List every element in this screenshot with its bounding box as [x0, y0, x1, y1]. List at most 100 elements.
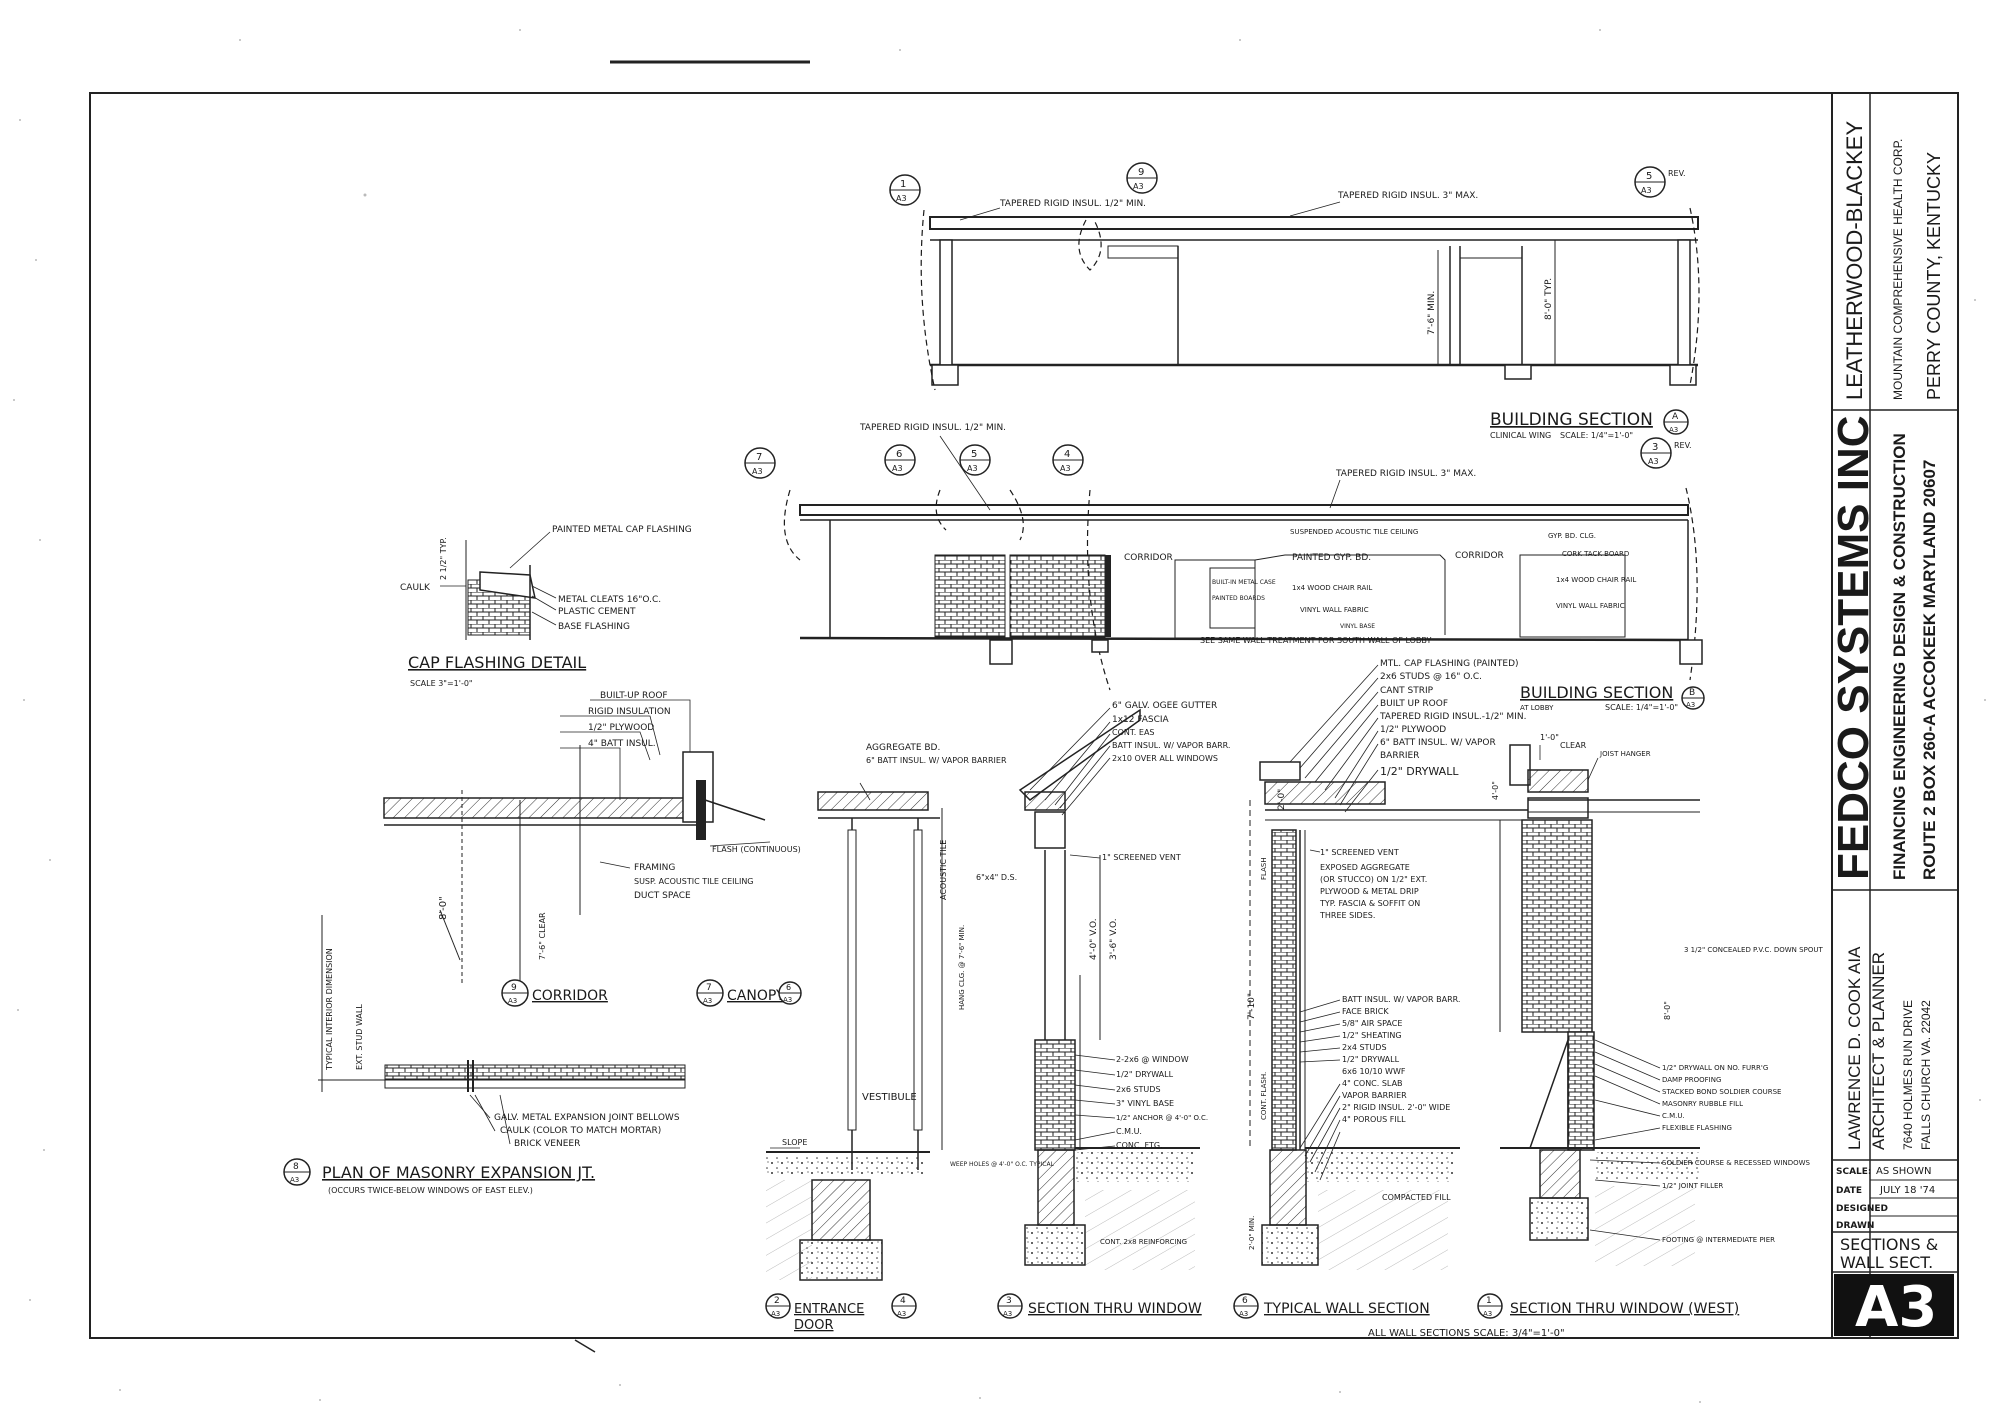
architect-city: FALLS CHURCH VA. 22042 [1919, 1000, 1933, 1150]
bsa-note-2: TAPERED RIGID INSUL. 3" MAX. [1337, 191, 1478, 201]
svg-text:A3: A3 [752, 467, 763, 476]
building-section-a: 7'-6" MIN. 8'-0" TYP. TAPERED RIGID INSU… [889, 162, 1700, 440]
masonry-expansion-detail: TYPICAL INTERIOR DIMENSION EXT. STUD WAL… [283, 915, 686, 1195]
svg-text:CAULK (COLOR TO MATCH MORTAR): CAULK (COLOR TO MATCH MORTAR) [500, 1126, 661, 1136]
entrance-title-1: ENTRANCE [794, 1302, 864, 1317]
svg-text:3" VINYL BASE: 3" VINYL BASE [1116, 1099, 1174, 1108]
project-client: MOUNTAIN COMPREHENSIVE HEALTH CORP. [1891, 139, 1905, 400]
cap-flashing-title: CAP FLASHING DETAIL [408, 653, 586, 672]
svg-text:1/2" DRYWALL ON NO. FURR'G: 1/2" DRYWALL ON NO. FURR'G [1662, 1064, 1768, 1072]
svg-text:2'-0" MIN.: 2'-0" MIN. [1248, 1216, 1256, 1250]
svg-text:2-2x6 @ WINDOW: 2-2x6 @ WINDOW [1116, 1055, 1189, 1064]
svg-text:7'-6" CLEAR: 7'-6" CLEAR [538, 912, 547, 960]
svg-text:PAINTED METAL CAP FLASHING: PAINTED METAL CAP FLASHING [552, 525, 692, 535]
sheet-title-line-2: WALL SECT. [1840, 1253, 1933, 1272]
svg-text:C.M.U.: C.M.U. [1662, 1112, 1685, 1120]
svg-text:CONT. FLASH.: CONT. FLASH. [1260, 1072, 1268, 1120]
svg-text:2x6 STUDS: 2x6 STUDS [1116, 1085, 1161, 1094]
svg-text:A3: A3 [508, 997, 517, 1005]
svg-text:1" SCREENED VENT: 1" SCREENED VENT [1102, 853, 1181, 862]
svg-text:BRICK VENEER: BRICK VENEER [514, 1139, 580, 1149]
svg-text:FLASH: FLASH [1260, 857, 1268, 880]
svg-text:1x4 WOOD CHAIR RAIL: 1x4 WOOD CHAIR RAIL [1556, 576, 1636, 584]
svg-text:PAINTED GYP. BD.: PAINTED GYP. BD. [1292, 553, 1371, 563]
svg-text:5: 5 [971, 449, 977, 460]
svg-text:2'-0": 2'-0" [1277, 789, 1287, 810]
svg-text:A3: A3 [771, 1310, 780, 1318]
masonry-subtitle: (OCCURS TWICE-BELOW WINDOWS OF EAST ELEV… [328, 1186, 533, 1195]
svg-text:A3: A3 [783, 996, 792, 1004]
svg-text:A3: A3 [703, 997, 712, 1005]
bsb-title: BUILDING SECTION [1520, 683, 1673, 702]
svg-text:CONT. 2x8 REINFORCING: CONT. 2x8 REINFORCING [1100, 1238, 1187, 1246]
svg-text:1/2" PLYWOOD: 1/2" PLYWOOD [1380, 725, 1446, 735]
svg-text:3'-6" V.O.: 3'-6" V.O. [1109, 918, 1119, 960]
svg-text:1'-0": 1'-0" [1540, 733, 1559, 742]
bsa-scale: SCALE: 1/4"=1'-0" [1560, 431, 1633, 440]
svg-text:EXT. STUD WALL: EXT. STUD WALL [355, 1004, 364, 1070]
bsa-subtitle: CLINICAL WING [1490, 431, 1551, 440]
svg-text:HANG CLG. @ 7'-6" MIN.: HANG CLG. @ 7'-6" MIN. [958, 925, 966, 1010]
svg-text:A3: A3 [1641, 186, 1652, 195]
svg-text:3: 3 [1006, 1296, 1012, 1306]
svg-text:MTL. CAP FLASHING (PAINTED): MTL. CAP FLASHING (PAINTED) [1380, 659, 1519, 669]
svg-text:1/2" DRYWALL: 1/2" DRYWALL [1380, 765, 1459, 778]
svg-text:5: 5 [1646, 171, 1652, 182]
svg-text:8'-0" TYP.: 8'-0" TYP. [1544, 278, 1554, 320]
architect-street: 7640 HOLMES RUN DRIVE [1901, 1000, 1915, 1150]
svg-text:8'-0": 8'-0" [438, 896, 449, 920]
company-address: ROUTE 2 BOX 260-A ACCOKEEK MARYLAND 2060… [1920, 460, 1939, 880]
svg-text:ACOUSTIC TILE: ACOUSTIC TILE [939, 840, 948, 900]
svg-text:B: B [1689, 688, 1695, 698]
svg-text:CANT STRIP: CANT STRIP [1380, 686, 1434, 696]
section-window-west-detail: 4'-0" 1'-0" 8'-0" CLEAR JOIST HANGER 3 1… [1477, 733, 1823, 1319]
svg-text:4'-0" V.O.: 4'-0" V.O. [1089, 918, 1099, 960]
svg-text:A3: A3 [1133, 182, 1144, 191]
svg-text:BUILT-UP ROOF: BUILT-UP ROOF [600, 691, 668, 701]
title-block: LEATHERWOOD-BLACKEY MOUNTAIN COMPREHENSI… [1829, 93, 1958, 1340]
svg-text:1x12 FASCIA: 1x12 FASCIA [1112, 715, 1170, 725]
scale-value: AS SHOWN [1876, 1166, 1931, 1177]
corridor-detail: BUILT-UP ROOF RIGID INSULATION 1/2" PLYW… [383, 691, 801, 1007]
project-name: LEATHERWOOD-BLACKEY [1842, 121, 1867, 400]
designed-label: DESIGNED [1836, 1204, 1888, 1214]
svg-text:BATT INSUL. W/ VAPOR BARR.: BATT INSUL. W/ VAPOR BARR. [1112, 741, 1230, 750]
svg-text:3: 3 [1652, 442, 1658, 453]
svg-text:6"x4" D.S.: 6"x4" D.S. [976, 873, 1017, 882]
svg-text:FRAMING: FRAMING [634, 863, 675, 873]
svg-text:CONT. EAS: CONT. EAS [1112, 728, 1155, 737]
svg-text:8: 8 [293, 1162, 299, 1172]
stray-mark [574, 1339, 596, 1353]
svg-text:2x10 OVER ALL WINDOWS: 2x10 OVER ALL WINDOWS [1112, 754, 1218, 763]
svg-text:A3: A3 [1003, 1310, 1012, 1318]
svg-text:METAL CLEATS 16"O.C.: METAL CLEATS 16"O.C. [558, 595, 661, 605]
cap-flashing-scale: SCALE 3"=1'-0" [410, 679, 473, 688]
svg-text:DUCT SPACE: DUCT SPACE [634, 891, 691, 901]
svg-text:1/2" SHEATING: 1/2" SHEATING [1342, 1031, 1402, 1040]
svg-text:3 1/2" CONCEALED P.V.C. DOWN S: 3 1/2" CONCEALED P.V.C. DOWN SPOUT [1684, 946, 1823, 954]
svg-text:6" BATT INSUL. W/ VAPOR BARRIE: 6" BATT INSUL. W/ VAPOR BARRIER [866, 756, 1007, 765]
svg-text:1/2" PLYWOOD: 1/2" PLYWOOD [588, 723, 654, 733]
svg-text:FACE BRICK: FACE BRICK [1342, 1007, 1389, 1016]
svg-text:SOLDIER COURSE & RECESSED WIND: SOLDIER COURSE & RECESSED WINDOWS [1662, 1159, 1811, 1167]
svg-text:A3: A3 [1483, 1310, 1492, 1318]
section-window-west-title: SECTION THRU WINDOW (WEST) [1510, 1301, 1739, 1317]
cap-flashing-detail: CAULK 2 1/2" TYP. PAINTED METAL CAP FLAS… [400, 525, 692, 688]
svg-text:BUILT-IN METAL CASE: BUILT-IN METAL CASE [1212, 579, 1276, 586]
svg-text:REV.: REV. [1674, 441, 1692, 450]
svg-text:TAPERED RIGID INSUL.-1/2" MIN.: TAPERED RIGID INSUL.-1/2" MIN. [1379, 712, 1526, 722]
sheet-title-line-1: SECTIONS & [1840, 1235, 1938, 1254]
svg-text:FLEXIBLE FLASHING: FLEXIBLE FLASHING [1662, 1124, 1732, 1132]
svg-text:7'-10": 7'-10" [1247, 993, 1257, 1020]
sheet-number: A3 [1855, 1275, 1937, 1340]
section-window-title: SECTION THRU WINDOW [1028, 1301, 1202, 1317]
svg-text:SLOPE: SLOPE [782, 1138, 807, 1147]
architect-name: LAWRENCE D. COOK AIA [1845, 946, 1864, 1150]
svg-text:CLEAR: CLEAR [1560, 741, 1587, 750]
svg-text:A3: A3 [896, 194, 907, 203]
svg-text:6: 6 [1242, 1296, 1248, 1306]
svg-text:CAULK: CAULK [400, 583, 431, 593]
section-window-detail: 4'-0" V.O. 3'-6" V.O. 6" GALV. OGEE GUTT… [950, 701, 1230, 1319]
canopy-title: CANOPY [727, 988, 785, 1004]
